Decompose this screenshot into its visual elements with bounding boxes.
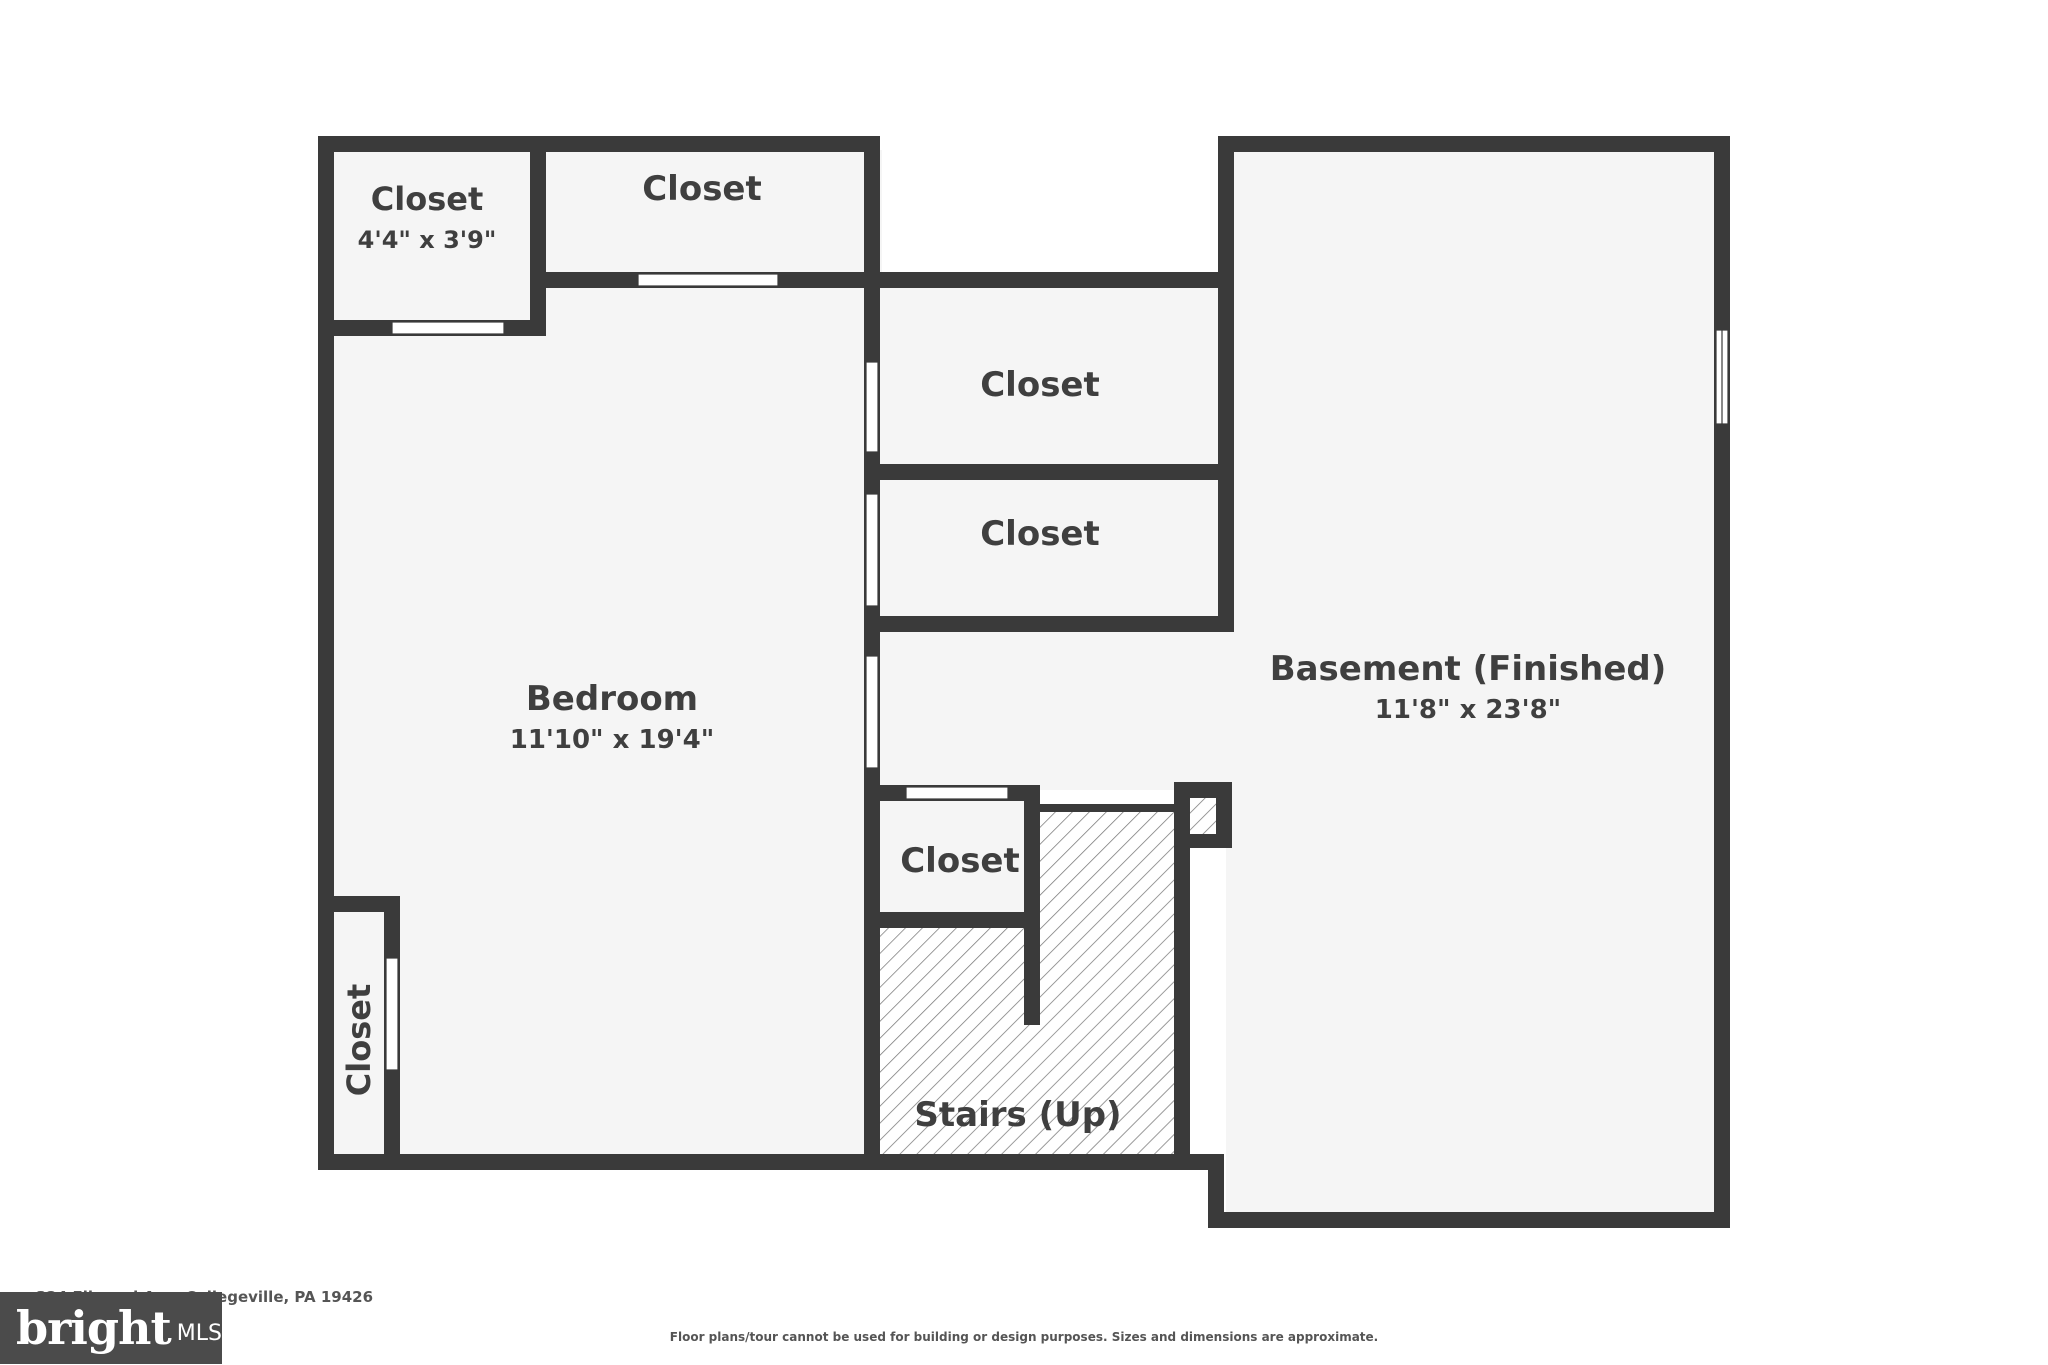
closet-top-mid-name: Closet xyxy=(642,169,762,209)
walls xyxy=(318,136,1730,1228)
logo-text: bright xyxy=(16,1301,172,1355)
room-floors xyxy=(324,150,1716,1220)
stairs-name: Stairs (Up) xyxy=(914,1095,1121,1135)
basement-name: Basement (Finished) xyxy=(1270,649,1667,689)
door-opening xyxy=(391,321,505,335)
doors xyxy=(385,273,1729,1071)
basement-dims: 11'8" x 23'8" xyxy=(1375,695,1561,725)
closet-mid-upper-name: Closet xyxy=(980,365,1100,405)
door-opening xyxy=(905,786,1009,800)
door-opening xyxy=(865,655,879,769)
closet-mid-lower-name: Closet xyxy=(980,514,1100,554)
room-labels: Closet 4'4" x 3'9" Closet Closet Closet … xyxy=(340,169,1666,1135)
closet-small-name: Closet xyxy=(900,841,1020,881)
closet-top-left-dims: 4'4" x 3'9" xyxy=(358,226,497,254)
door-opening xyxy=(637,273,779,287)
bedroom-name: Bedroom xyxy=(526,679,698,719)
disclaimer-text: Floor plans/tour cannot be used for buil… xyxy=(669,1330,1379,1344)
bedroom-dims: 11'10" x 19'4" xyxy=(510,725,715,755)
door-opening xyxy=(385,957,399,1071)
closet-left-vertical-name: Closet xyxy=(340,984,378,1096)
door-opening xyxy=(865,493,879,607)
door-opening xyxy=(865,361,879,453)
closet-top-left-name: Closet xyxy=(371,180,483,218)
bright-mls-logo: bright MLS xyxy=(0,1292,222,1364)
logo-sub-text: MLS xyxy=(176,1320,222,1346)
